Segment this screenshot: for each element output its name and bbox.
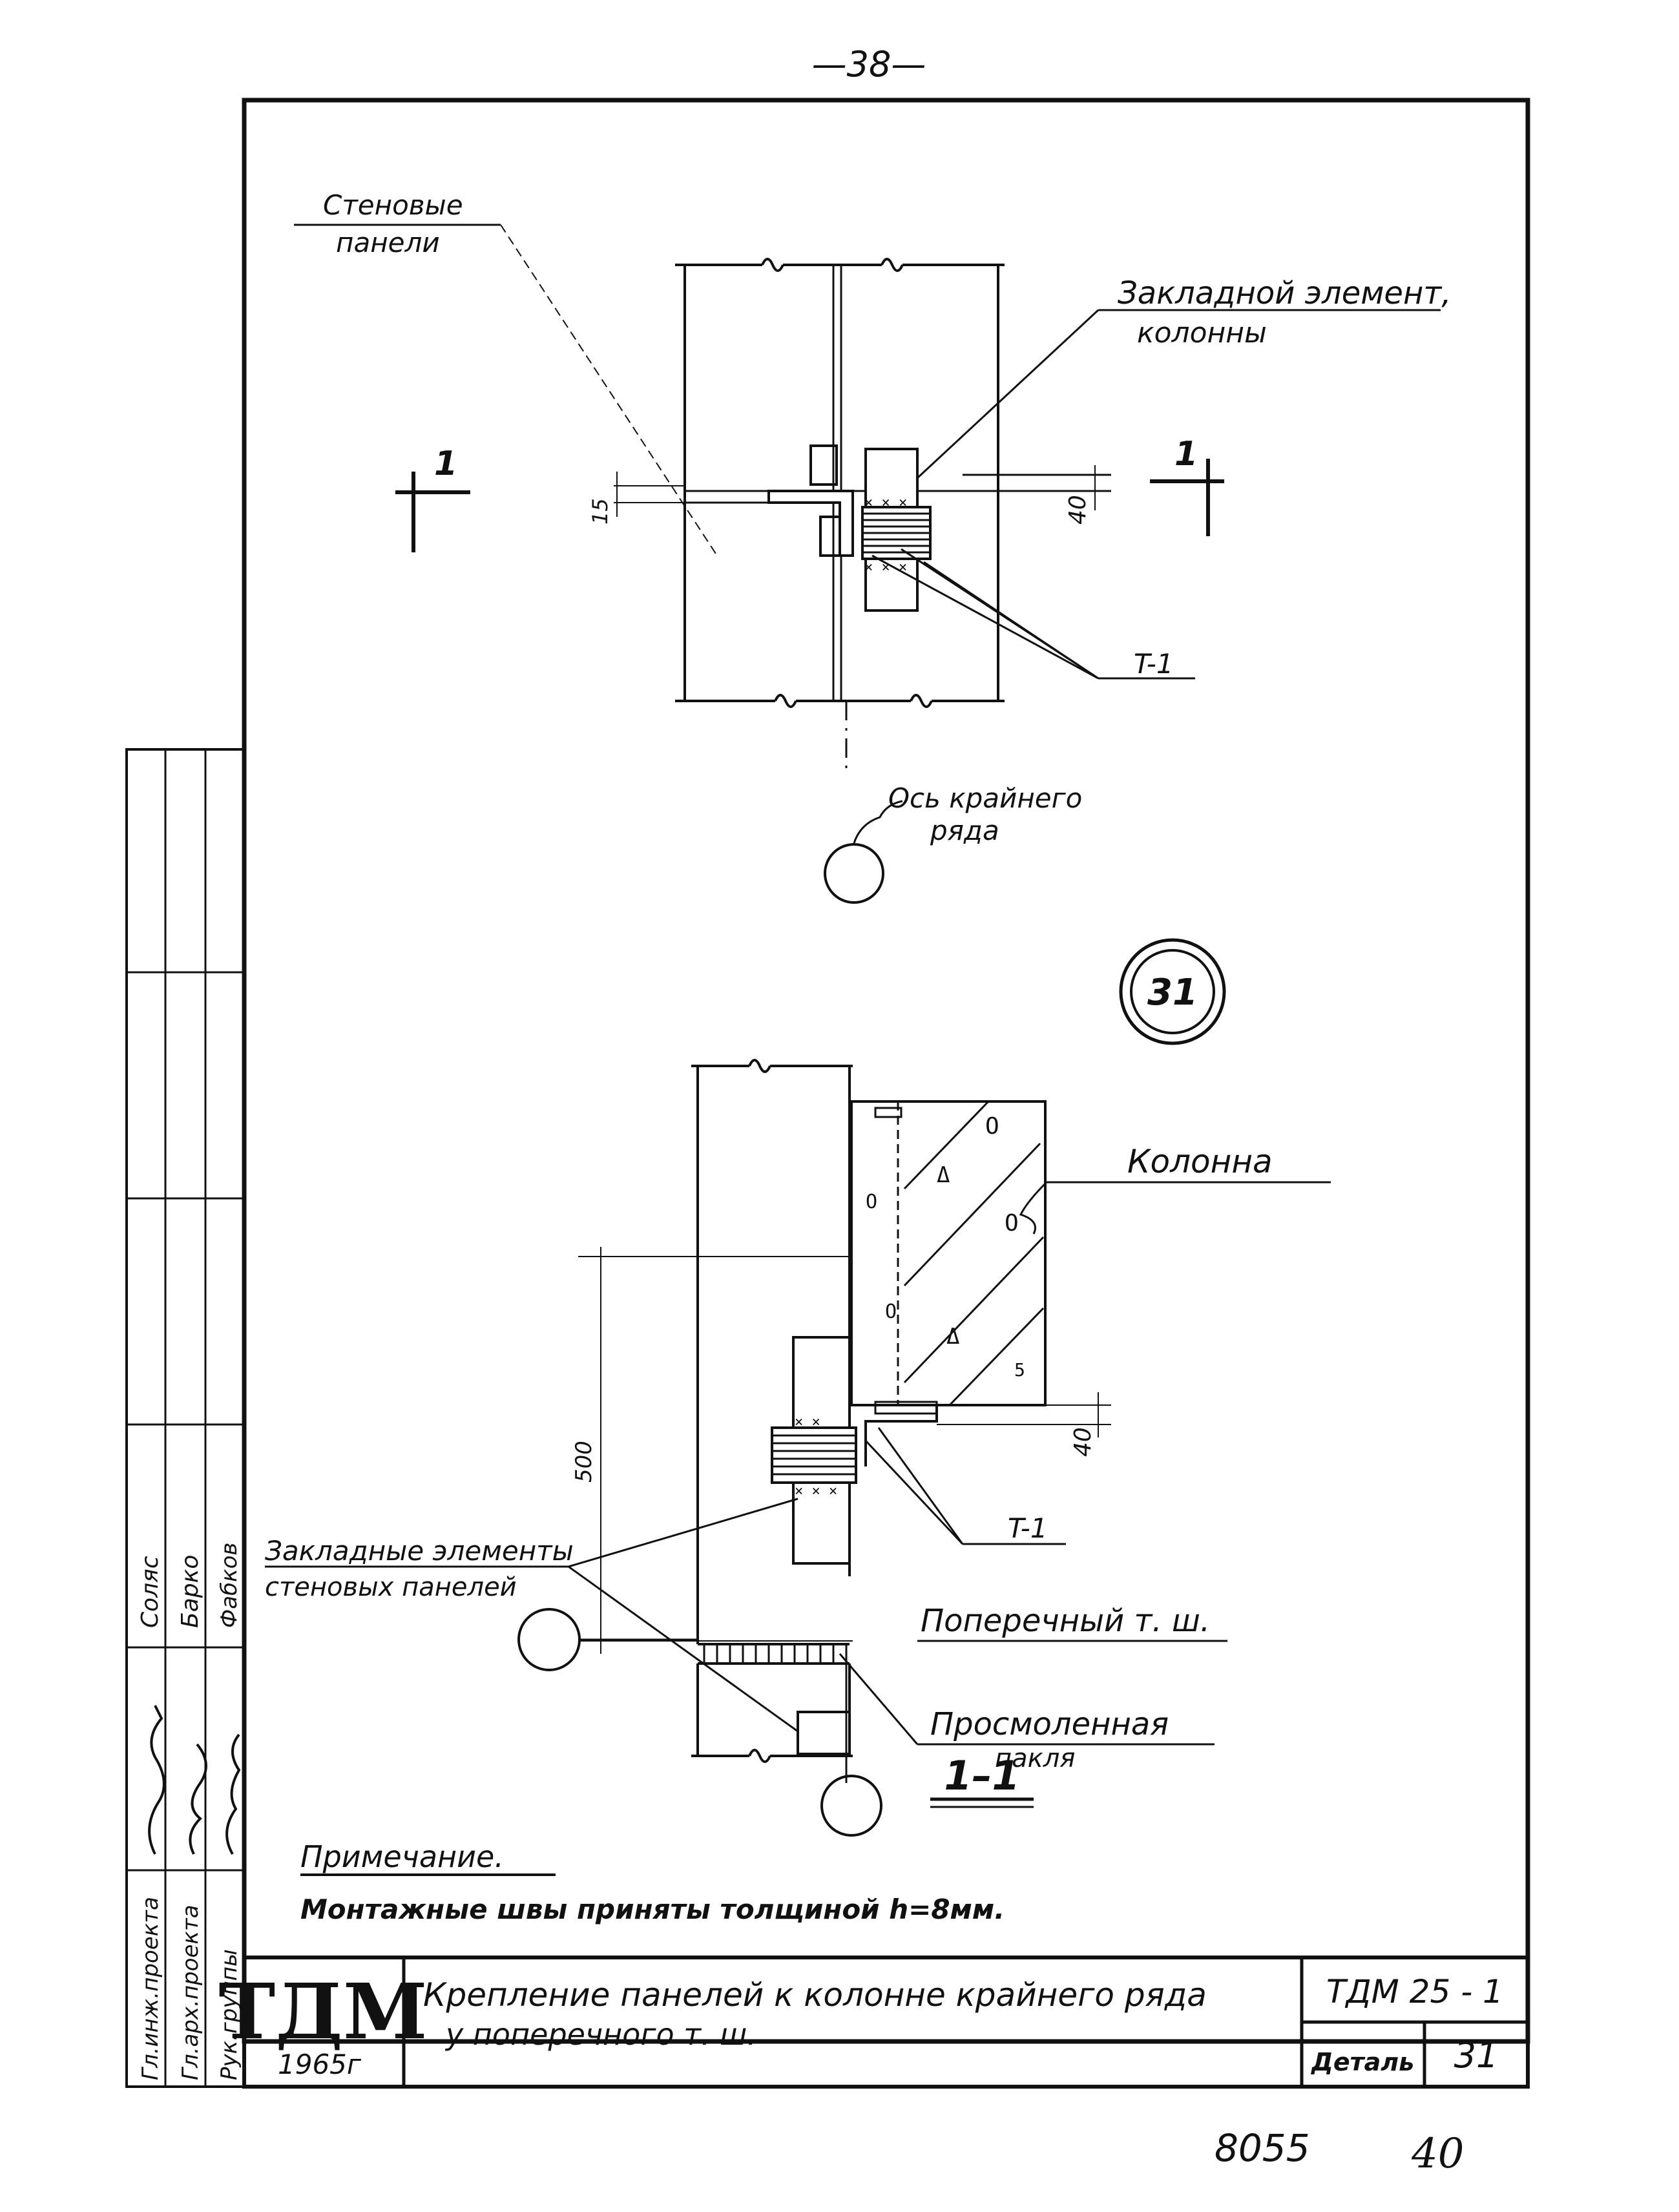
section-title: 1–1 [944,1752,1019,1799]
side-stamp [125,748,245,2088]
page-number: —38— [812,44,926,85]
detail-number-circle [1119,938,1226,1045]
embedded-panels-label: Закладные элементы [265,1535,574,1567]
note-text: Монтажные швы приняты толщиной h=8мм. [300,1894,1005,1925]
stamp-role-2: Гл.арх.проекта [178,1904,203,2080]
section-mark-right: 1 [1174,435,1198,474]
archive-number: 8055 [1215,2126,1310,2170]
detail-number: 31 [1147,972,1198,1014]
svg-text:× × ×: × × × [864,495,907,511]
t1-label-section: T-1 [1008,1512,1048,1544]
dimension-500: 500 [571,1441,597,1483]
svg-text:× ×: × × [795,1414,820,1430]
title-year: 1965г [278,2049,362,2080]
svg-text:Δ: Δ [937,1162,950,1188]
dimension-15: 15 [588,498,612,525]
plan-view: × × × × × × [294,224,1441,904]
wall-panels-label-2: панели [336,227,440,258]
tdm-logo: ТДМ [218,1967,427,2056]
svg-text:O: O [866,1191,877,1213]
tow-joint [703,1643,848,1665]
detail-label: Деталь [1311,2048,1414,2076]
detail-value: 31 [1454,2035,1499,2076]
dimension-40-section: 40 [1070,1427,1096,1457]
svg-text:Δ: Δ [946,1324,959,1350]
tow-label: Просмоленная [930,1706,1169,1742]
t1-label-plan: T-1 [1134,648,1174,680]
stamp-name-2: Барко [177,1555,203,1628]
note-heading: Примечание. [300,1839,504,1874]
stamp-name-1: Соляс [137,1556,163,1628]
wall-panels-label: Стеновые [323,189,463,221]
svg-text:× × ×: × × × [795,1483,837,1499]
stamp-name-3: Фабков [216,1543,242,1628]
drawing-frame [242,98,1530,2044]
title-line-1: Крепление панелей к колонне крайнего ряд… [423,1976,1207,2014]
embedded-column-label-2: колонны [1137,317,1267,350]
svg-text:O: O [985,1113,999,1140]
signatures [148,1705,241,1855]
embedded-column-label: Закладной элемент, [1118,275,1452,311]
tow-label-2: пакля [995,1744,1075,1773]
title-line-2: у поперечного т. ш. [444,2017,756,2052]
section-view: O Δ O O O Δ 5 × × × × × [265,1059,1331,1837]
svg-text:O: O [1005,1210,1019,1236]
axis-label-2: ряда [930,815,999,846]
section-mark-left: 1 [434,444,457,483]
stamp-role-3: Рук.группы [216,1949,242,2080]
transverse-joint-label: Поперечный т. ш. [921,1603,1210,1639]
column-label: Колонна [1127,1143,1273,1180]
svg-text:5: 5 [1014,1359,1025,1381]
stamp-role-1: Гл.инж.проекта [138,1897,163,2080]
svg-text:O: O [885,1300,897,1323]
embedded-panels-label-2: стеновых панелей [265,1572,517,1602]
sheet-number: 40 [1411,2130,1464,2178]
dimension-40-plan: 40 [1065,495,1091,525]
axis-label: Ось крайнего [888,782,1082,814]
svg-text:× × ×: × × × [864,559,907,576]
drawing-code: ТДМ 25 - 1 [1326,1973,1503,2010]
